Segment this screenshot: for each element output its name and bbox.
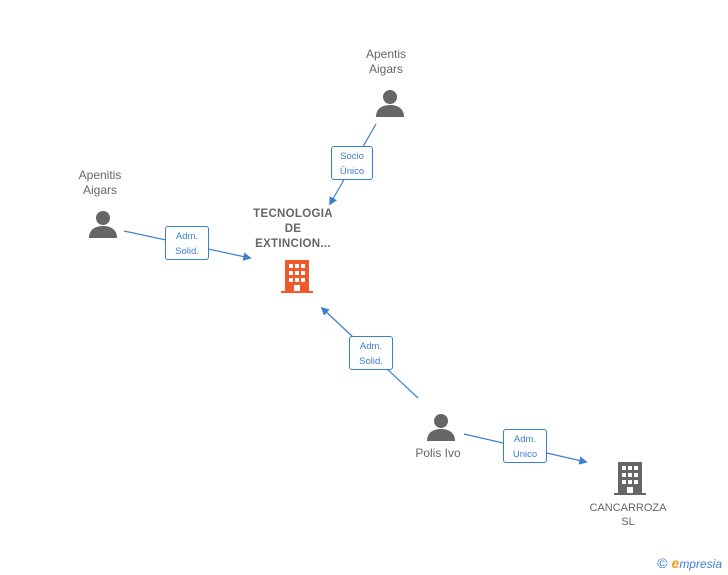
copyright-icon: © bbox=[657, 555, 668, 571]
building-icon[interactable] bbox=[281, 258, 313, 299]
edge-label-adm-unico[interactable]: Adm. Unico bbox=[503, 429, 547, 463]
edge-label-adm-solid-left[interactable]: Adm. Solid. bbox=[165, 226, 209, 260]
building-icon[interactable] bbox=[614, 460, 646, 501]
edge-label-adm-solid-bottom[interactable]: Adm. Solid. bbox=[349, 336, 393, 370]
brand-name: mpresia bbox=[679, 557, 722, 571]
node-label-apentis-top: Apentis Aigars bbox=[365, 47, 407, 76]
footer-brand: © empresia bbox=[657, 555, 722, 571]
node-label-polis-ivo: Polis Ivo bbox=[415, 446, 461, 460]
person-icon[interactable] bbox=[426, 412, 456, 447]
node-label-center-company: TECNOLOGIA DE EXTINCION... bbox=[253, 208, 333, 250]
node-label-apenitis-left: Apenitis Aigars bbox=[78, 168, 122, 197]
brand-initial: e bbox=[671, 555, 680, 571]
person-icon[interactable] bbox=[375, 88, 405, 123]
edge-label-socio-unico[interactable]: Socio Único bbox=[331, 146, 373, 180]
person-icon[interactable] bbox=[88, 209, 118, 244]
node-label-cancarroza: CANCARROZA SL bbox=[589, 502, 667, 528]
